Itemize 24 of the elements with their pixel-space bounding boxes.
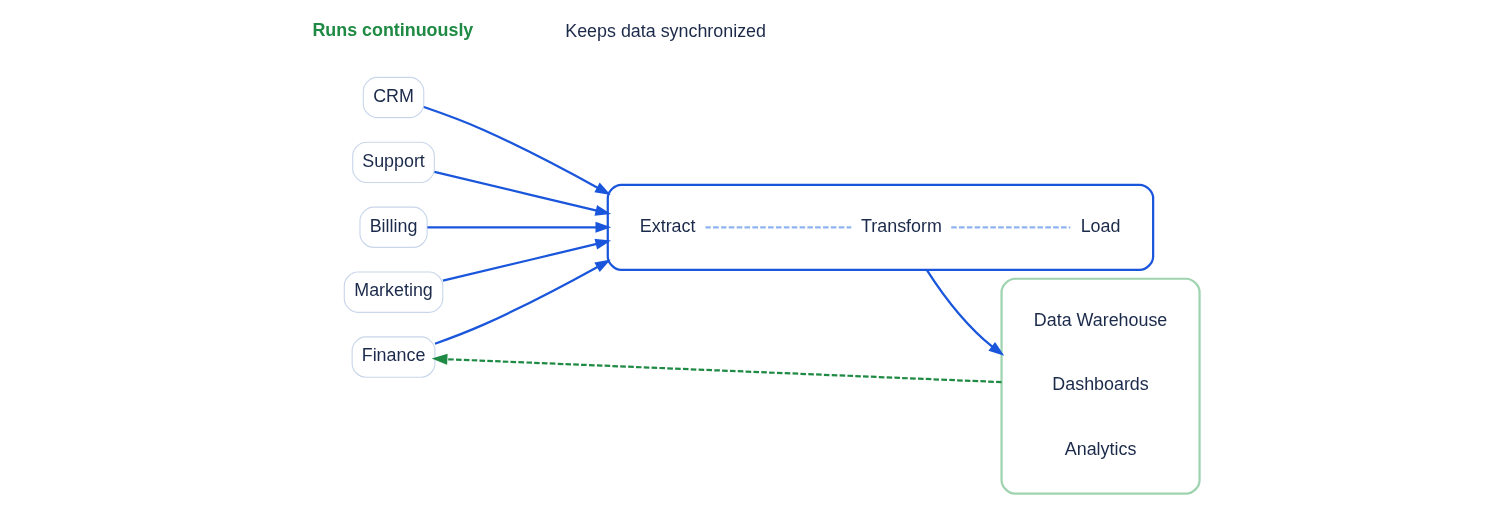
node-box: CRM	[362, 76, 425, 119]
arrow	[442, 238, 612, 282]
node-text: Data Warehouse	[1033, 309, 1168, 330]
node-text: Analytics	[1064, 439, 1137, 460]
arrow	[427, 221, 612, 233]
connector	[705, 226, 852, 229]
node-box: Billing	[359, 206, 428, 248]
node-text: Load	[1080, 215, 1121, 236]
node-text: Dashboards	[1052, 374, 1149, 395]
node-box: Finance	[351, 336, 436, 378]
arrow	[434, 259, 611, 345]
node-text: Transform	[861, 215, 942, 236]
arrow	[925, 269, 1005, 356]
arrow	[423, 106, 611, 195]
arrow	[431, 353, 1002, 384]
arrow	[434, 170, 612, 216]
label: Runs continuously	[312, 19, 474, 40]
node-box: Marketing	[343, 271, 444, 313]
connector	[951, 226, 1071, 229]
label: Keeps data synchronized	[565, 20, 766, 41]
cluster	[606, 183, 1155, 271]
node-text: Extract	[639, 215, 696, 236]
node-box: Support	[352, 141, 435, 184]
cluster	[1000, 277, 1201, 495]
